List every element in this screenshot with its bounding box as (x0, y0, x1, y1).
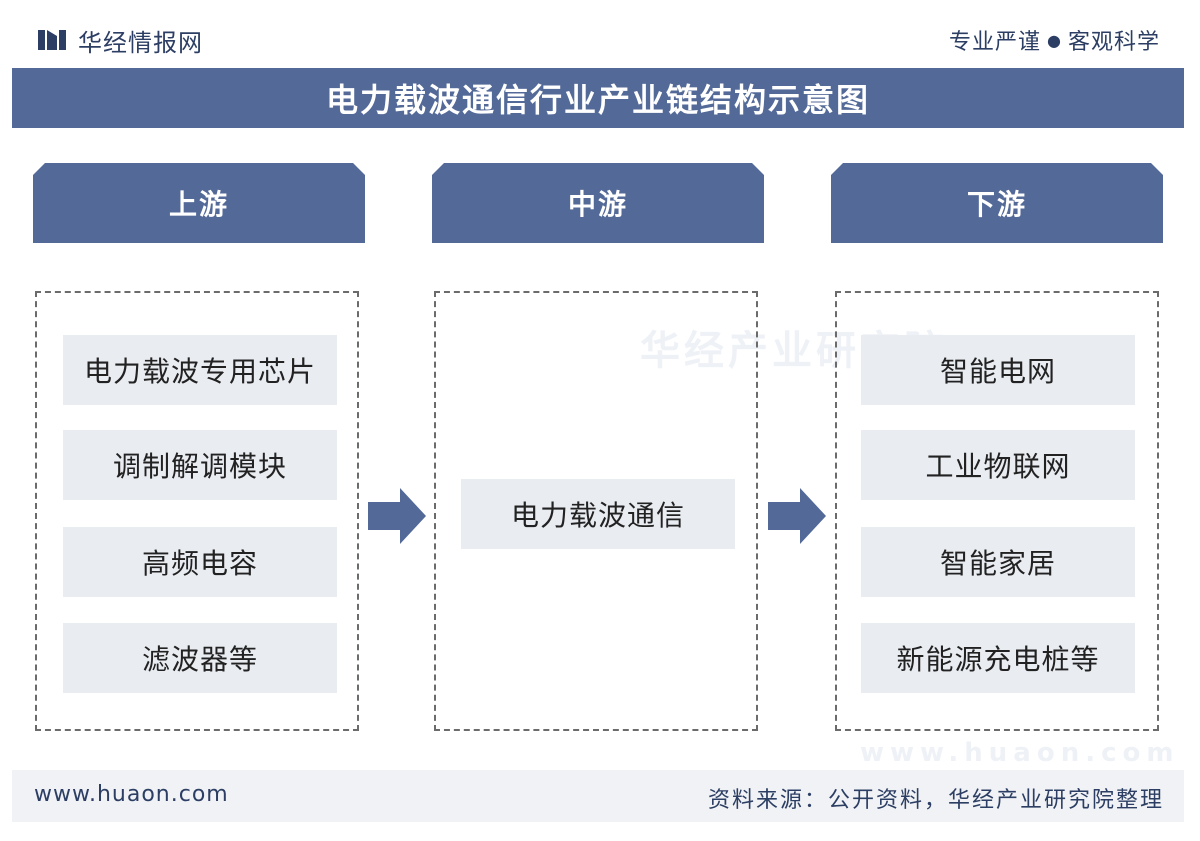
arrow-right-icon (768, 488, 826, 544)
arrow-right-icon (368, 488, 426, 544)
title-bar: 电力载波通信行业产业链结构示意图 (12, 68, 1184, 128)
footer-website: www.huaon.com (34, 782, 229, 807)
midstream-label: 中游 (567, 188, 628, 221)
upstream-item: 滤波器等 (63, 623, 337, 693)
footer: www.huaon.com 资料来源：公开资料，华经产业研究院整理 (12, 770, 1184, 822)
watermark-url: www.huaon.com (860, 738, 1180, 768)
downstream-label: 下游 (966, 188, 1027, 221)
downstream-item: 新能源充电桩等 (861, 623, 1135, 693)
brand: 华经情报网 (38, 24, 203, 57)
brand-logo-icon (38, 30, 66, 50)
downstream-item: 智能家居 (861, 527, 1135, 597)
downstream-header: 下游 (831, 163, 1163, 243)
tagline-right: 客观科学 (1067, 30, 1160, 55)
brand-name: 华经情报网 (78, 28, 203, 57)
page-title: 电力载波通信行业产业链结构示意图 (325, 81, 870, 119)
upstream-box: 电力载波专用芯片 调制解调模块 高频电容 滤波器等 (35, 291, 359, 731)
tagline: 专业严谨 ● 客观科学 (949, 24, 1160, 56)
downstream-item: 智能电网 (861, 335, 1135, 405)
upstream-header: 上游 (33, 163, 365, 243)
midstream-box: 电力载波通信 (434, 291, 758, 731)
midstream-item: 电力载波通信 (461, 479, 735, 549)
midstream-header: 中游 (432, 163, 764, 243)
top-header: 华经情报网 专业严谨 ● 客观科学 (0, 0, 1200, 68)
downstream-box: 智能电网 工业物联网 智能家居 新能源充电桩等 (835, 291, 1159, 731)
upstream-item: 高频电容 (63, 527, 337, 597)
upstream-item: 调制解调模块 (63, 430, 337, 500)
downstream-item: 工业物联网 (861, 430, 1135, 500)
upstream-item: 电力载波专用芯片 (63, 335, 337, 405)
upstream-label: 上游 (168, 188, 229, 221)
tagline-separator: ● (1047, 30, 1062, 50)
tagline-left: 专业严谨 (949, 30, 1042, 55)
footer-source: 资料来源：公开资料，华经产业研究院整理 (707, 788, 1164, 813)
